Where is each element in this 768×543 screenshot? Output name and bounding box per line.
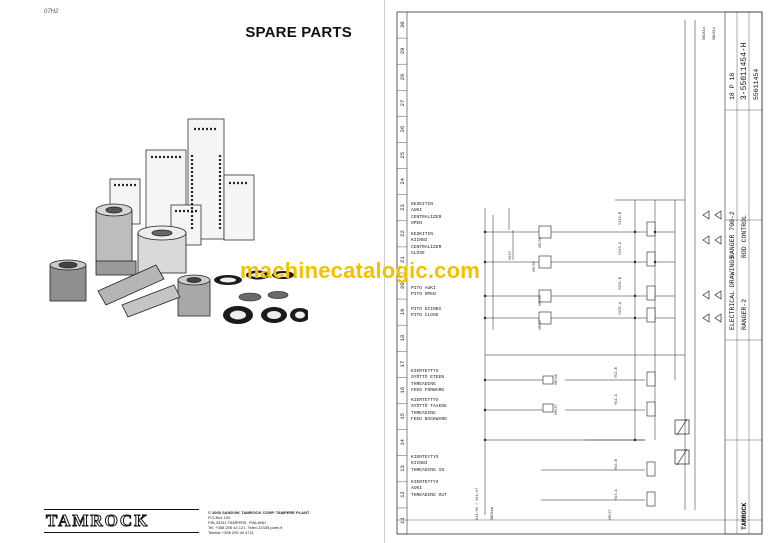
terminal-dots <box>483 230 657 442</box>
address-line: Tel. +358 205 44 121, Telex 22335 parts … <box>208 525 283 530</box>
wiring <box>484 20 696 515</box>
column-number: 15 <box>399 413 406 420</box>
valve-label: Y243-B <box>619 211 623 225</box>
column-number: 29 <box>399 48 406 55</box>
component-label: VMC27 <box>539 319 543 330</box>
spare-parts-photo <box>49 118 308 324</box>
company-logo: TAMROCK <box>741 503 748 530</box>
valve-symbols <box>674 210 722 466</box>
label-en: PITO OPEN <box>411 291 436 297</box>
label-fi: KESKITIN <box>411 231 433 237</box>
component-label: VMC47 <box>555 404 559 415</box>
column-number: 20 <box>399 282 406 289</box>
valve-label: Y205-B <box>619 276 623 290</box>
component-label: VMC28 <box>539 295 543 306</box>
label-fi2: SYÖTTÖ ETEEN <box>411 373 444 380</box>
label-fi: PITO AUKI <box>411 285 436 291</box>
label-en2: FEED FORWARD <box>411 387 444 393</box>
doc-number: 3-55011454-H <box>740 42 749 100</box>
label-en: THREADING <box>411 381 436 387</box>
component-label: VMC48 <box>555 374 559 385</box>
electrical-schematic: 11 12 13 14 15 16 17 18 19 20 21 22 23 24 25 26 27 28 29 30… <box>396 11 763 535</box>
label-fi: KIERTEYTYS <box>411 479 439 485</box>
address-line: FIN-33311 TAMPERE, FINLAND <box>208 520 267 525</box>
address-line: P.O.Box 100 <box>208 515 231 520</box>
column-number: 24 <box>399 177 406 184</box>
column-number: 13 <box>399 465 406 472</box>
title-block: 18 P 18 3-55011454-H 55011454 RANGER 700… <box>724 11 763 535</box>
valve-label: Y93-A <box>615 488 619 500</box>
vertical-labels: X11:06 / X11:07 VMC27 VMC36 VMC35 VMC28 … <box>475 26 717 520</box>
schematic-page: 11 12 13 14 15 16 17 18 19 20 21 22 23 24 25 26 27 28 29 30… <box>384 0 768 543</box>
column-number: 30 <box>399 21 406 28</box>
label-en: PITO CLOSE <box>411 312 439 318</box>
page-code: 07H2 <box>44 9 59 15</box>
column-number: 16 <box>399 387 406 394</box>
label-fi2: KIINNI <box>411 237 428 243</box>
relay-blocks <box>538 221 656 507</box>
label-en: THREADING OUT <box>411 492 447 498</box>
label-en2: CLOSE <box>411 250 425 256</box>
column-number: 18 <box>399 335 406 342</box>
label-en2: OPEN <box>411 220 422 226</box>
feed-label: X11:06 / X11:07 <box>475 488 480 520</box>
label-en: THREADING <box>411 410 436 416</box>
label-fi: KESKITIN <box>411 201 433 207</box>
label-fi2: AUKI <box>411 485 422 491</box>
label-fi2: SYÖTTÖ TAAKSE <box>411 402 447 409</box>
label-fi2: KIINNI <box>411 460 428 466</box>
valve-label: Y92-B <box>615 366 619 378</box>
label-fi: KIERTEYTYS <box>411 368 439 374</box>
valve-label: Y205-A <box>619 301 623 315</box>
address-line: Telefax +358 205 44 4711 <box>208 530 254 535</box>
address-line: © 2000 SANDVIK TAMROCK CORP. TAMPERE PLA… <box>208 510 310 515</box>
label-fi2: AUKI <box>411 207 422 213</box>
feed-label: VMC27 <box>609 509 613 520</box>
component-label: VMC35 <box>533 261 537 272</box>
label-fi: KIERTEYTYS <box>411 397 439 403</box>
column-number: 12 <box>399 491 406 498</box>
watermark: machinecatalogic.com <box>240 258 480 283</box>
label-en: THREADING IN <box>411 467 444 473</box>
column-number: 11 <box>399 517 406 524</box>
label-fi: KIERTEYTYS <box>411 454 439 460</box>
column-number: 19 <box>399 309 406 316</box>
component-label: VMC36 <box>539 237 543 248</box>
spare-parts-page: 07H2 SPARE PARTS <box>44 9 352 535</box>
column-markers: 11 12 13 14 15 16 17 18 19 20 21 22 23 24 25 26 27 28 29 30 <box>397 21 407 535</box>
output-label: GNDX1a <box>703 26 707 40</box>
control-name: ROD CONTROL <box>741 215 748 258</box>
column-number: 27 <box>399 100 406 107</box>
label-en2: FEED BACKWARD <box>411 416 447 422</box>
valve-label: Y243-A <box>619 241 623 255</box>
drawing-number: 55011454 <box>753 69 760 100</box>
page-title: SPARE PARTS <box>245 24 352 41</box>
column-number: 17 <box>399 361 406 368</box>
label-fi: PITO KIINNI <box>411 306 442 312</box>
column-number: 21 <box>399 256 406 263</box>
output-label: GNDX1b <box>712 27 717 40</box>
tamrock-logo: TAMROCK <box>45 511 150 531</box>
function-labels: KESKITIN AUKI CENTRALIZER OPEN KESKITIN … <box>411 201 447 498</box>
column-number: 26 <box>399 126 406 133</box>
machine-name: RANGER 700-2 <box>729 211 736 258</box>
column-number: 22 <box>399 230 406 237</box>
column-number: 23 <box>399 204 406 211</box>
column-number: 25 <box>399 152 406 159</box>
valve-label: Y92-A <box>615 393 619 405</box>
column-number: 14 <box>399 438 406 445</box>
brand-frame <box>44 509 199 533</box>
machine-sub: RANGER-2 <box>741 299 748 330</box>
valve-label: Y93-B <box>615 458 619 470</box>
output-label: GNDX1m <box>491 507 495 520</box>
component-label: S243 <box>509 251 513 260</box>
label-en: CENTRALIZER <box>411 244 442 250</box>
label-en: CENTRALIZER <box>411 214 442 220</box>
column-number: 28 <box>399 74 406 81</box>
drawing-type: ELECTRICAL DRAWINGS <box>729 256 736 330</box>
sheet-number: 18 P 18 <box>729 73 736 100</box>
